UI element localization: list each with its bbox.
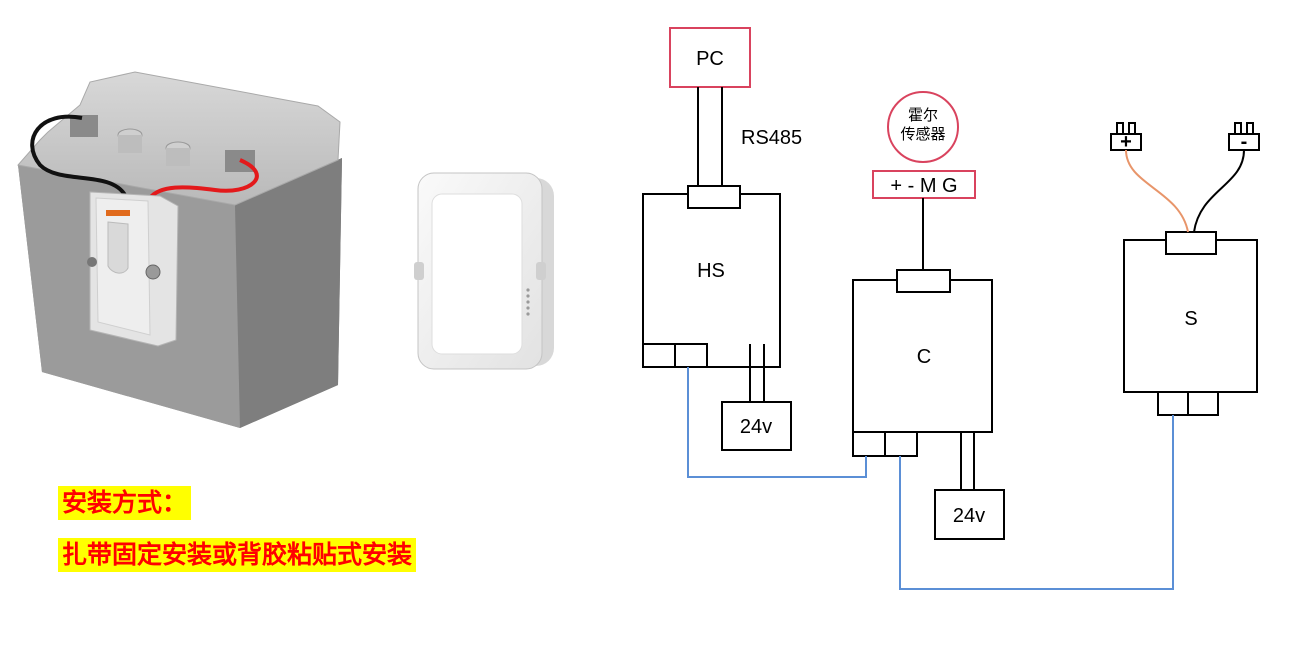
- battery-plus-label: +: [1120, 131, 1132, 153]
- battery-minus-terminal: -: [1228, 122, 1260, 153]
- pc-label: PC: [696, 48, 724, 70]
- pc-box: [669, 27, 751, 88]
- module-screw-1: [87, 257, 97, 267]
- battery-lid: [17, 71, 341, 206]
- battery-illustration: [17, 71, 342, 428]
- hall-pins-label: + - M G: [890, 175, 957, 197]
- c-power-label: 24v: [953, 505, 985, 527]
- battery-black-wire: [30, 114, 127, 197]
- battery-side-face: [235, 158, 342, 428]
- module-screw-2: [145, 264, 161, 280]
- install-method-caption: 扎带固定安装或背胶粘贴式安装: [58, 538, 417, 572]
- c-top-connector: [896, 269, 951, 293]
- hs-label: HS: [697, 260, 725, 282]
- module-logo-mark: [106, 210, 130, 216]
- bus-c-to-s: [899, 415, 1174, 590]
- device-face-panel: [431, 193, 523, 355]
- battery-sensor-module: [87, 191, 179, 347]
- battery-post-1-body: [118, 135, 142, 153]
- battery-plus-terminal: +: [1110, 122, 1142, 153]
- hall-sensor-circle: [887, 91, 959, 163]
- hs-power-label: 24v: [740, 416, 772, 438]
- device-indicator-dots: [526, 288, 530, 316]
- hall-sensor-line2: 传感器: [900, 125, 945, 143]
- standalone-device-illustration: [414, 172, 554, 370]
- rs485-label: RS485: [741, 127, 802, 149]
- battery-red-wire: [148, 158, 259, 200]
- hall-sensor-line1: 霍尔: [908, 106, 938, 124]
- s-bottom-port-1: [1157, 391, 1189, 416]
- hs-bottom-port-2: [674, 343, 708, 368]
- device-left-tab: [414, 262, 424, 280]
- hs-top-connector: [687, 185, 741, 209]
- battery-minus-label: -: [1241, 131, 1248, 153]
- c-label: C: [917, 346, 931, 368]
- c-power-box: [934, 489, 1005, 540]
- install-title-caption: 安装方式：: [58, 486, 192, 520]
- battery-minus-sense-wire: [1193, 149, 1245, 233]
- device-right-tab: [536, 262, 546, 280]
- bus-hs-to-c: [687, 367, 867, 478]
- s-label: S: [1184, 308, 1197, 330]
- c-bottom-port-1: [852, 431, 886, 457]
- c-bottom-port-2: [884, 431, 918, 457]
- battery-plus-sense-wire: [1125, 149, 1189, 233]
- s-top-connector: [1165, 231, 1217, 255]
- hs-power-box: [721, 401, 792, 451]
- battery-post-2-body: [166, 148, 190, 166]
- hs-bottom-port-1: [642, 343, 676, 368]
- s-bottom-port-2: [1187, 391, 1219, 416]
- s-box: [1123, 239, 1258, 393]
- battery-terminal-neg: [70, 115, 98, 137]
